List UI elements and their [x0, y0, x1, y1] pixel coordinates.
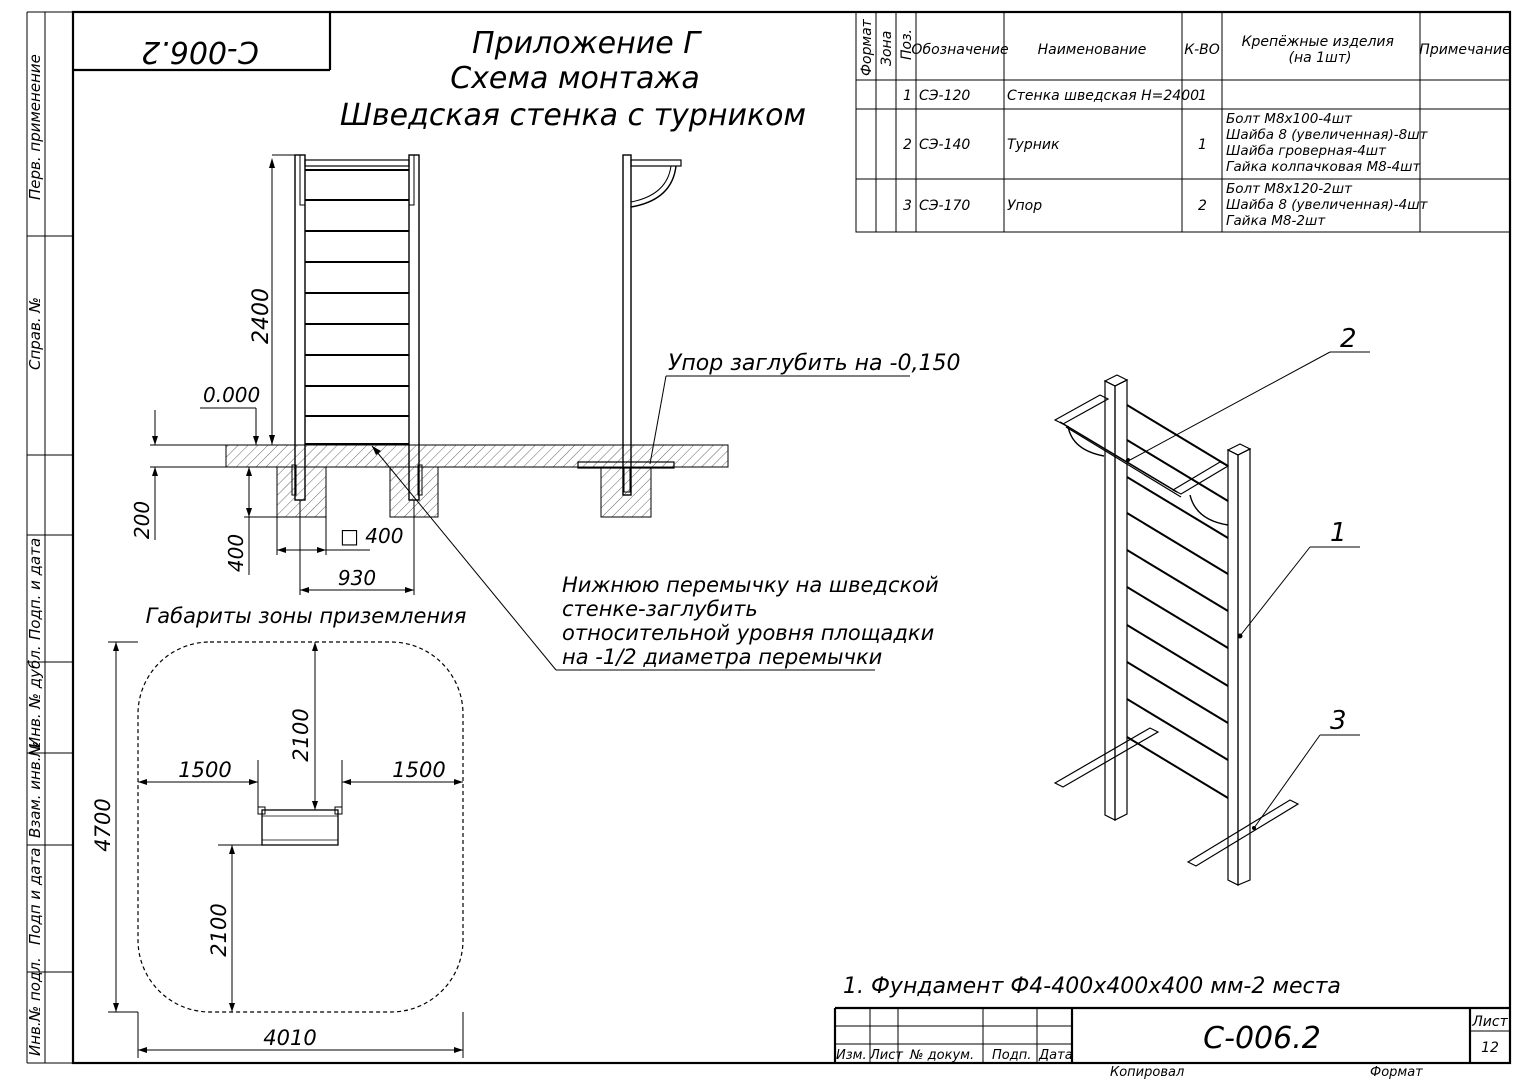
row-pos: 1 [903, 88, 912, 104]
dim-depth-200: 200 [130, 501, 154, 539]
left-stamp: Перв. применение Справ. № Подп. и дата И… [26, 54, 44, 1056]
tb-col-podp: Подп. [992, 1048, 1031, 1063]
title-line-2: Схема монтажа [450, 61, 700, 96]
dim-width-4010: 4010 [263, 1026, 316, 1050]
crossbar-note-line-1: Нижнюю перемычку на шведской [562, 573, 939, 597]
iso-label-1: 1 [1330, 518, 1347, 548]
tb-col-list: Лист [869, 1048, 903, 1063]
landing-zone-outline [137, 641, 464, 1013]
dim-height-2400: 2400 [249, 288, 274, 344]
dim-bottom-2100: 2100 [207, 903, 231, 956]
dim-right-1500: 1500 [392, 758, 445, 782]
title-line-1: Приложение Г [472, 26, 702, 61]
stamp-podp-data-2: Подп и дата [26, 848, 44, 945]
row-name: Упор [1007, 198, 1042, 214]
row-designation: СЭ-170 [919, 198, 970, 214]
top-code-box: С-006.2 [73, 12, 332, 72]
iso-label-2: 2 [1340, 324, 1357, 354]
header-qty: К-ВО [1184, 42, 1220, 58]
row-qty: 2 [1198, 198, 1207, 214]
row-qty: 1 [1198, 137, 1207, 153]
foundation-left [276, 466, 327, 518]
stamp-inv-podl: Инв.№ подл. [26, 957, 44, 1056]
isometric-view: 2 1 3 [1053, 324, 1370, 886]
stamp-vzam-inv: Взам. инв.№ [26, 741, 44, 838]
tb-col-doc: № докум. [909, 1048, 974, 1063]
stamp-sprav: Справ. № [26, 297, 44, 370]
level-label: 0.000 [203, 383, 260, 407]
header-format: Формат [859, 18, 875, 76]
tb-col-data: Дата [1038, 1048, 1073, 1063]
row-fastener: Шайба гроверная-4шт [1226, 143, 1387, 159]
row-pos: 3 [903, 198, 912, 214]
crossbar-note-line-2: стенке-заглубить [562, 597, 758, 621]
dim-left-1500: 1500 [178, 758, 231, 782]
header-name: Наименование [1038, 42, 1147, 58]
header-fasteners-line-1: Крепёжные изделия [1242, 34, 1394, 50]
row-designation: СЭ-140 [919, 137, 970, 153]
row-fastener: Болт М8х120-2шт [1226, 181, 1353, 197]
tb-sheet-label: Лист [1471, 1014, 1508, 1030]
drawing-code-rotated: С-006.2 [141, 34, 259, 69]
stamp-inv-dubl: Инв. № дубл. [26, 645, 44, 748]
table-row: 3 СЭ-170 Упор 2 Болт М8х120-2шт Шайба 8 … [903, 181, 1429, 229]
stamp-perv-primenenie: Перв. применение [26, 54, 44, 200]
row-designation: СЭ-120 [919, 88, 970, 104]
rungs [305, 169, 409, 445]
row-fastener: Шайба 8 (увеличенная)-4шт [1226, 197, 1429, 213]
header-fasteners: Крепёжные изделия (на 1шт) [1242, 34, 1399, 66]
side-post [622, 154, 632, 496]
title: Приложение Г Схема монтажа Шведская стен… [340, 26, 806, 133]
table-row: 1 СЭ-120 Стенка шведская H=2400 1 [903, 88, 1207, 104]
row-fastener: Болт М8х100-4шт [1226, 111, 1353, 127]
row-name: Стенка шведская H=2400 [1007, 88, 1199, 104]
crossbar-note: Нижнюю перемычку на шведской стенке-загл… [371, 445, 939, 671]
plan-wall [261, 809, 339, 846]
side-foundation [600, 466, 652, 518]
pullup-bar [304, 159, 410, 167]
side-view: Упор заглубить на -0,150 [577, 154, 960, 518]
tb-sheet-number: 12 [1481, 1040, 1499, 1056]
iso-rungs [1126, 404, 1229, 799]
title-line-3: Шведская стенка с турником [340, 98, 806, 133]
row-pos: 2 [903, 137, 912, 153]
tb-format: Формат [1370, 1065, 1423, 1080]
row-fastener: Гайка колпачковая М8-4шт [1226, 159, 1422, 175]
stamp-podp-data: Подп. и дата [26, 538, 44, 640]
header-zone: Зона [879, 31, 895, 66]
front-view: 2400 0.000 200 400 □ 400 930 [130, 154, 729, 595]
landing-zone-title: Габариты зоны приземления [146, 604, 467, 628]
header-fasteners-line-2: (на 1шт) [1289, 50, 1352, 66]
tb-copied: Копировал [1110, 1065, 1184, 1080]
row-name: Турник [1007, 137, 1060, 153]
tb-drawing-code: С-006.2 [1203, 1021, 1321, 1056]
iso-label-3: 3 [1330, 706, 1347, 736]
row-qty: 1 [1198, 88, 1207, 104]
header-pos: Поз. [899, 29, 915, 60]
landing-zone: Габариты зоны приземления 1500 1500 2100… [91, 604, 466, 1058]
footnote: 1. Фундамент Ф4-400х400х400 мм-2 места [843, 974, 1341, 999]
title-block: Изм. Лист № докум. Подп. Дата С-006.2 Ли… [833, 1006, 1510, 1080]
tb-col-izm: Изм. [836, 1048, 867, 1063]
dim-top-2100: 2100 [289, 708, 313, 761]
dim-depth-400: 400 [224, 534, 248, 572]
side-pullup-bar [630, 159, 682, 167]
crossbar-note-line-3: относительной уровня площадки [562, 621, 934, 645]
header-designation: Обозначение [911, 42, 1008, 58]
stop-depth-note: Упор заглубить на -0,150 [668, 351, 960, 376]
row-fastener: Шайба 8 (увеличенная)-8шт [1226, 127, 1429, 143]
dim-square-400: □ 400 [340, 524, 403, 548]
dim-width-930: 930 [338, 566, 376, 590]
crossbar-note-line-4: на -1/2 диаметра перемычки [562, 645, 882, 669]
spec-table: Формат Зона Поз. Обозначение Наименовани… [855, 11, 1511, 233]
dim-height-4700: 4700 [91, 798, 115, 851]
header-note: Примечание [1419, 42, 1510, 58]
table-row: 2 СЭ-140 Турник 1 Болт М8х100-4шт Шайба … [903, 111, 1429, 175]
row-fastener: Гайка М8-2шт [1226, 213, 1326, 229]
sheet-frame [26, 10, 1512, 1065]
